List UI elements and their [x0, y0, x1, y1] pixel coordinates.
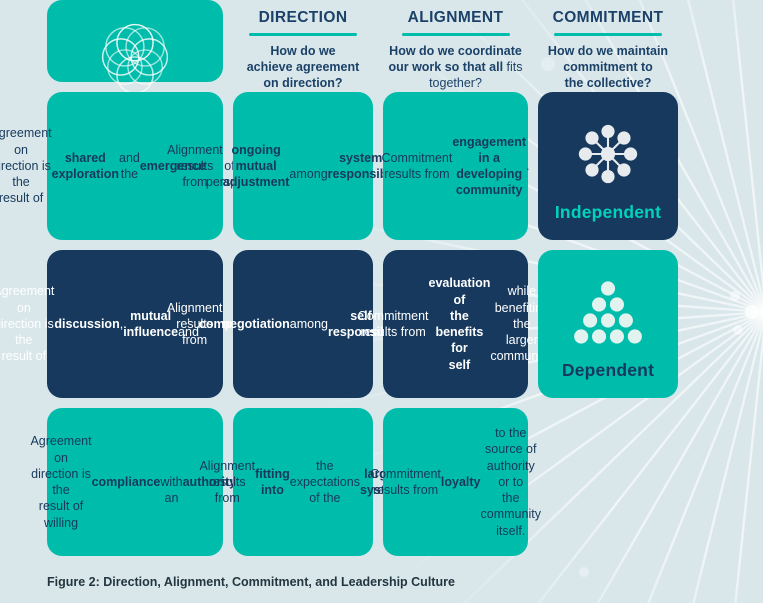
- figure-caption: Figure 2: Direction, Alignment, Commitme…: [47, 575, 455, 589]
- column-title: COMMITMENT: [552, 9, 664, 26]
- column-title: DIRECTION: [258, 9, 348, 26]
- row-label-independent: Independent: [538, 92, 678, 240]
- row-label-interdependent: Interdependent: [47, 0, 223, 119]
- column-title: ALIGNMENT: [407, 9, 504, 26]
- dependent-pyramid-dots-icon: [570, 266, 646, 357]
- independent-hub-spokes-icon: [575, 108, 641, 199]
- row-label-text: Independent: [554, 202, 662, 223]
- header-underline: [401, 33, 510, 36]
- row-label-text: Dependent: [561, 360, 655, 381]
- interdependent-overlapping-circles-icon: [94, 16, 176, 96]
- row-label-dependent: Dependent: [538, 250, 678, 398]
- header-underline: [249, 33, 357, 36]
- header-underline: [554, 33, 662, 36]
